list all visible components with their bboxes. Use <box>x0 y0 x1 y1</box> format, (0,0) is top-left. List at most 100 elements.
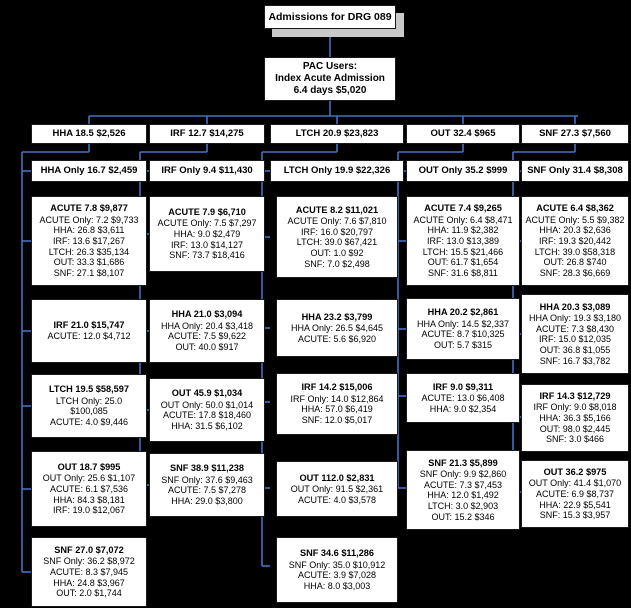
detail-box-snf-hha[interactable]: HHA 20.3 $3,089 HHA Only: 19.3 $3,180 AC… <box>521 294 629 374</box>
detail-line: SNF Only: 37.6 $9,463 <box>161 474 253 485</box>
detail-line: HHA Only: 14.5 $2,337 <box>416 318 510 329</box>
detail-line: HHA: 24.8 $3,967 <box>53 577 125 588</box>
detail-line: ACUTE Only: 7.5 $7,297 <box>157 218 257 229</box>
detail-box-ltch-acute[interactable]: ACUTE 8.2 $11,021 ACUTE Only: 7.6 $7,810… <box>276 196 398 278</box>
column-header-ltch[interactable]: LTCH 20.9 $23,823 <box>270 124 404 144</box>
detail-line: SNF: 73.7 $18,416 <box>169 250 245 261</box>
detail-line: SNF: 27.1 $8,107 <box>53 267 125 278</box>
detail-line: ACUTE: 6.1 $7,536 <box>49 484 129 495</box>
pac-users-box[interactable]: PAC Users: Index Acute Admission 6.4 day… <box>264 57 396 101</box>
detail-line: ACUTE: 7.3 $7,453 <box>423 479 503 490</box>
detail-box-ltch-snf[interactable]: SNF 34.6 $11,286 SNF Only: 35.0 $10,912 … <box>276 537 398 603</box>
detail-line: HHA: 11.9 $2,382 <box>427 225 499 236</box>
detail-title: OUT 45.9 $1,034 <box>171 388 243 399</box>
detail-line: OUT: 36.8 $1,055 <box>539 344 611 355</box>
detail-line: OUT: 2.0 $1,744 <box>56 588 122 599</box>
column-header-hha[interactable]: HHA 18.5 $2,526 <box>31 124 147 144</box>
detail-box-ltch-irf[interactable]: IRF 14.2 $15,006 IRF Only: 14.0 $12,864 … <box>276 373 398 435</box>
detail-box-hha-ltch[interactable]: LTCH 19.5 $58,597 LTCH Only: 25.0 $100,0… <box>31 374 147 438</box>
root-box-label: Admissions for DRG 089 <box>268 10 392 23</box>
only-box-snf-label: SNF Only 31.4 $8,308 <box>527 165 623 177</box>
detail-line: ACUTE: 13.0 $6,408 <box>421 393 505 404</box>
detail-line: OUT Only: 50.0 $1,014 <box>160 399 254 410</box>
detail-box-snf-irf[interactable]: IRF 14.3 $12,729 IRF Only: 9.0 $8,018 HH… <box>521 384 629 452</box>
only-box-hha[interactable]: HHA Only 16.7 $2,459 <box>31 160 147 182</box>
detail-box-irf-acute[interactable]: ACUTE 7.9 $6,710 ACUTE Only: 7.5 $7,297 … <box>149 196 265 272</box>
detail-line: IRF: 16.0 $20,797 <box>300 226 374 237</box>
only-box-irf-label: IRF Only 9.4 $11,430 <box>161 165 253 177</box>
only-box-irf[interactable]: IRF Only 9.4 $11,430 <box>149 160 265 182</box>
detail-box-snf-acute[interactable]: ACUTE 6.4 $8,362 ACUTE Only: 5.5 $9,382 … <box>521 196 629 286</box>
detail-title: ACUTE 7.4 $9,265 <box>424 203 502 214</box>
detail-box-out-acute[interactable]: ACUTE 7.4 $9,265 ACUTE Only: 6.4 $8,471 … <box>406 196 520 286</box>
column-header-ltch-label: LTCH 20.9 $23,823 <box>295 128 379 140</box>
detail-line: SNF: 7.0 $2,498 <box>304 258 370 269</box>
detail-title: IRF 14.3 $12,729 <box>539 391 611 402</box>
detail-box-ltch-hha[interactable]: HHA 23.2 $3,799 HHA Only: 26.5 $4,645 AC… <box>276 299 398 357</box>
detail-title: HHA 20.2 $2,861 <box>427 307 499 318</box>
detail-line: HHA: 12.0 $1,492 <box>427 490 499 501</box>
detail-box-out-hha[interactable]: HHA 20.2 $2,861 HHA Only: 14.5 $2,337 AC… <box>406 298 520 360</box>
detail-line: LTCH Only: 25.0 <box>55 395 123 406</box>
detail-title: HHA 20.3 $3,089 <box>539 301 611 312</box>
only-box-ltch[interactable]: LTCH Only 19.9 $22,326 <box>270 160 404 182</box>
detail-box-irf-snf[interactable]: SNF 38.9 $11,238 SNF Only: 37.6 $9,463 A… <box>149 453 265 517</box>
detail-line: LTCH: 26.3 $35,134 <box>48 246 130 257</box>
detail-line: ACUTE: 17.8 $18,460 <box>162 410 252 421</box>
detail-line: HHA: 29.0 $3,800 <box>171 495 243 506</box>
detail-box-ltch-out[interactable]: OUT 112.0 $2,831 OUT Only: 91.5 $2,361 A… <box>276 461 398 517</box>
detail-box-irf-out[interactable]: OUT 45.9 $1,034 OUT Only: 50.0 $1,014 AC… <box>149 378 265 442</box>
detail-line: OUT: 1.0 $92 <box>310 247 364 258</box>
detail-line: IRF: 15.0 $12,035 <box>538 334 612 345</box>
only-box-out[interactable]: OUT Only 35.2 $999 <box>406 160 520 182</box>
detail-line: IRF Only: 14.0 $12,864 <box>290 393 384 404</box>
only-box-snf[interactable]: SNF Only 31.4 $8,308 <box>521 160 629 182</box>
detail-line: OUT: 40.0 $917 <box>175 341 239 352</box>
only-box-hha-label: HHA Only 16.7 $2,459 <box>40 165 138 177</box>
detail-box-out-snf[interactable]: SNF 21.3 $5,899 SNF Only: 9.9 $2,860 ACU… <box>406 450 520 530</box>
detail-title: HHA 21.0 $3,094 <box>171 309 243 320</box>
detail-line: HHA: 22.9 $5,541 <box>539 499 611 510</box>
only-box-out-label: OUT Only 35.2 $999 <box>418 165 508 177</box>
detail-box-hha-snf[interactable]: SNF 27.0 $7,072 SNF Only: 36.2 $8,972 AC… <box>31 537 147 607</box>
detail-line: OUT Only: 91.5 $2,361 <box>290 484 384 495</box>
detail-line: OUT: 26.8 $740 <box>543 257 607 268</box>
detail-title: SNF 34.6 $11,286 <box>299 548 375 559</box>
detail-line: HHA: 20.3 $2,636 <box>539 225 611 236</box>
detail-line: SNF: 12.0 $5,017 <box>301 414 373 425</box>
detail-title: SNF 38.9 $11,238 <box>169 463 245 474</box>
detail-line: ACUTE Only: 6.4 $8,471 <box>413 214 513 225</box>
detail-line: HHA: 57.0 $6,419 <box>301 404 373 415</box>
detail-line: ACUTE Only: 7.2 $9,733 <box>39 214 139 225</box>
detail-line: HHA Only: 20.4 $3,418 <box>160 320 254 331</box>
column-header-snf-label: SNF 27.3 $7,560 <box>539 128 611 140</box>
column-header-snf[interactable]: SNF 27.3 $7,560 <box>521 124 629 144</box>
pac-line-1: PAC Users: <box>302 61 358 73</box>
column-header-out[interactable]: OUT 32.4 $965 <box>406 124 520 144</box>
detail-box-hha-acute[interactable]: ACUTE 7.8 $9,877 ACUTE Only: 7.2 $9,733 … <box>31 196 147 286</box>
detail-line: IRF: 19.3 $20,442 <box>538 236 612 247</box>
detail-title: OUT 112.0 $2,831 <box>299 472 375 483</box>
detail-box-hha-irf[interactable]: IRF 21.0 $15,747 ACUTE: 12.0 $4,712 <box>31 299 147 363</box>
detail-line: ACUTE: 6.9 $8,737 <box>535 489 615 500</box>
detail-title: OUT 36.2 $975 <box>543 467 607 478</box>
detail-line: IRF: 19.0 $12,067 <box>52 505 126 516</box>
detail-line: IRF: 13.0 $13,389 <box>426 236 500 247</box>
detail-line: ACUTE: 4.0 $3,578 <box>297 494 377 505</box>
detail-line: IRF: 13.0 $14,127 <box>170 239 244 250</box>
detail-box-snf-out[interactable]: OUT 36.2 $975 OUT Only: 41.4 $1,070 ACUT… <box>521 460 629 528</box>
detail-line: SNF: 31.6 $8,811 <box>428 267 498 278</box>
column-header-irf[interactable]: IRF 12.7 $14,275 <box>149 124 265 144</box>
detail-box-irf-hha[interactable]: HHA 21.0 $3,094 HHA Only: 20.4 $3,418 AC… <box>149 299 265 363</box>
detail-box-hha-out[interactable]: OUT 18.7 $995 OUT Only: 25.6 $1,107 ACUT… <box>31 451 147 527</box>
detail-line: HHA: 84.3 $8,181 <box>53 494 125 505</box>
detail-line: HHA: 31.5 $6,102 <box>171 420 243 431</box>
root-box-admissions[interactable]: Admissions for DRG 089 <box>264 5 396 29</box>
only-box-ltch-label: LTCH Only 19.9 $22,326 <box>283 165 391 177</box>
detail-title: OUT 18.7 $995 <box>57 462 121 473</box>
detail-title: ACUTE 7.8 $9,877 <box>50 203 128 214</box>
detail-box-out-irf[interactable]: IRF 9.0 $9,311 ACUTE: 13.0 $6,408 HHA: 9… <box>406 373 520 423</box>
detail-line: HHA: 9.0 $2,354 <box>429 403 497 414</box>
detail-line: OUT: 61.7 $1,654 <box>427 257 499 268</box>
